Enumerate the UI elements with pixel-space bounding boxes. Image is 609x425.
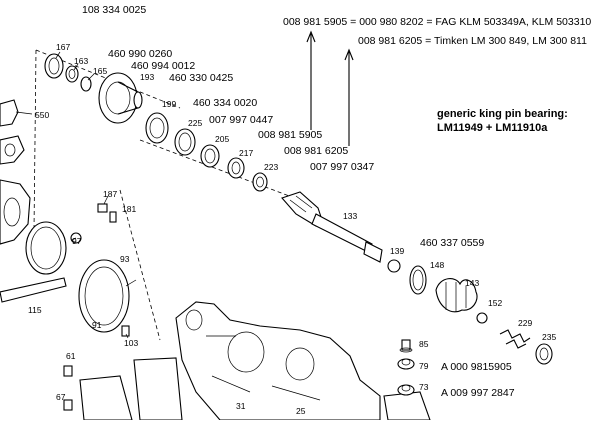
callout-550: 550 (35, 110, 49, 120)
part-number-label: 008 981 5905 (258, 129, 322, 141)
callout-148: 148 (430, 260, 444, 270)
axle-housing (175, 301, 381, 421)
cover-93 (78, 259, 130, 333)
bearing-217 (227, 157, 245, 179)
callout-187: 187 (103, 189, 117, 199)
clamp-139 (387, 259, 401, 273)
callout-165: 165 (93, 66, 107, 76)
bolt-181 (109, 211, 117, 223)
callout-115: 115 (28, 305, 42, 315)
part-number-label: A 000 9815905 (441, 361, 512, 373)
boot-143 (435, 278, 478, 313)
callout-181: 181 (122, 204, 136, 214)
callout-61: 61 (66, 351, 76, 361)
part-number-label: 460 994 0012 (131, 60, 195, 72)
generic-note-line2: LM11949 + LM11910a (437, 122, 548, 134)
part-number-label: A 009 997 2847 (441, 387, 515, 399)
ring-163 (65, 65, 79, 83)
callout-193: 193 (140, 72, 154, 82)
nut-187 (97, 203, 108, 213)
arrowhead-6205 (344, 48, 354, 61)
callout-163: 163 (74, 56, 88, 66)
callout-67: 67 (56, 392, 66, 402)
clip-152 (476, 312, 488, 324)
part-number-label: 460 334 0020 (193, 97, 257, 109)
ring-225 (174, 128, 196, 156)
callout-85: 85 (419, 339, 429, 349)
gasket-97 (25, 221, 67, 275)
plug-67 (63, 399, 73, 411)
callout-93: 93 (120, 254, 130, 264)
part-number-label: 008 981 6205 (284, 145, 348, 157)
housing-left (0, 179, 31, 245)
drive-shaft-133 (281, 191, 383, 263)
callout-97: 97 (72, 236, 82, 246)
callout-143: 143 (465, 278, 479, 288)
ring-223 (252, 172, 268, 192)
part-number-label: 460 990 0260 (108, 48, 172, 60)
top-note-2: 008 981 6205 = Timken LM 300 849, LM 300… (358, 35, 587, 47)
shaft-115 (0, 277, 67, 303)
callout-199: 199 (162, 99, 176, 109)
assembly-boundary-line (139, 139, 301, 201)
callout-205: 205 (215, 134, 229, 144)
bolt-85 (399, 339, 413, 353)
seal-199 (145, 112, 169, 144)
bolt-103 (121, 325, 130, 337)
callout-152: 152 (488, 298, 502, 308)
hub-flange-193 (98, 72, 143, 124)
callout-103: 103 (124, 338, 138, 348)
part-number-label: 460 337 0559 (420, 237, 484, 249)
callout-79: 79 (419, 361, 429, 371)
ring-148 (409, 265, 427, 295)
callout-225: 225 (188, 118, 202, 128)
callout-139: 139 (390, 246, 404, 256)
callout-91: 91 (92, 320, 102, 330)
washer-79 (397, 358, 415, 370)
seal-235 (535, 343, 553, 365)
seal-167 (44, 53, 64, 79)
callout-223: 223 (264, 162, 278, 172)
callout-235: 235 (542, 332, 556, 342)
callout-73: 73 (419, 382, 429, 392)
assembly-boundary-line (119, 189, 161, 341)
callout-217: 217 (239, 148, 253, 158)
callout-31: 31 (236, 401, 246, 411)
part-number-label: 007 997 0347 (310, 161, 374, 173)
callout-25: 25 (296, 406, 306, 416)
washer-73 (397, 384, 415, 396)
plug-61 (63, 365, 73, 377)
part-number-label: 108 334 0025 (82, 4, 146, 16)
assembly-boundary-line (33, 49, 37, 231)
knuckle-550 (0, 99, 25, 165)
callout-229: 229 (518, 318, 532, 328)
callout-167: 167 (56, 42, 70, 52)
callout-133: 133 (343, 211, 357, 221)
bearing-205 (200, 144, 220, 168)
ring-165 (80, 76, 92, 92)
part-number-label: 460 330 0425 (169, 72, 233, 84)
part-number-label: 007 997 0447 (209, 114, 273, 126)
arrowhead-5905 (306, 30, 316, 43)
generic-note-line1: generic king pin bearing: (437, 108, 568, 120)
spring-clip-229 (499, 329, 531, 349)
housing-bracket-left (79, 357, 183, 421)
leader-lines (15, 51, 137, 339)
housing-bracket-right (383, 391, 431, 421)
top-note-1: 008 981 5905 = 000 980 8202 = FAG KLM 50… (283, 16, 591, 28)
